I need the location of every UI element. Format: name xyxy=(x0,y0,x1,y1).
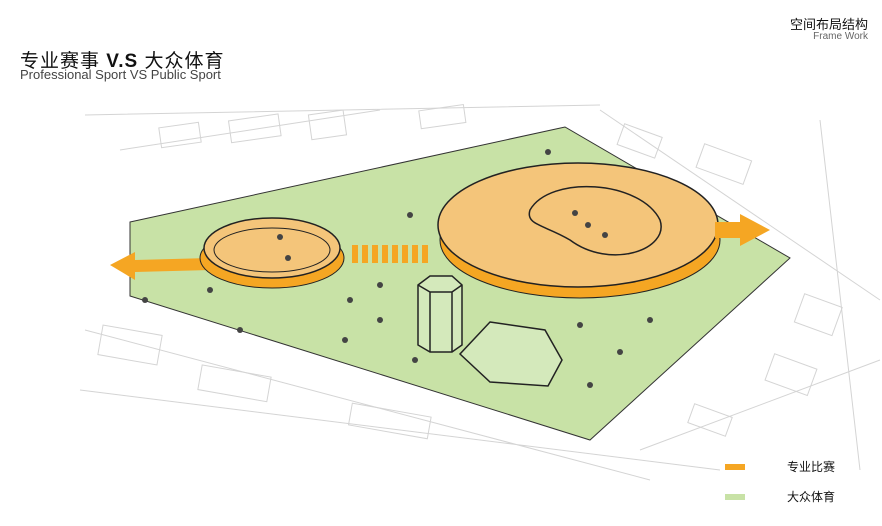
hexagon-pavilion xyxy=(458,321,563,387)
main-stadium xyxy=(437,162,721,299)
legend-label: 大众体育 xyxy=(787,490,836,504)
legend-swatch-orange xyxy=(725,463,745,470)
legend-swatch-green xyxy=(725,493,745,500)
section-title: 空间布局结构 xyxy=(789,17,868,32)
legend-item-public: 大众体育 xyxy=(725,488,835,505)
section-subtitle: Frame Work xyxy=(813,31,868,42)
title-vs: V.S xyxy=(106,51,139,72)
title-right: 大众体育 xyxy=(144,51,225,72)
professional-arrow-right xyxy=(715,214,770,246)
page-title: 专业赛事 V.S 大众体育 xyxy=(20,46,224,73)
tower-building xyxy=(417,275,463,353)
context-streets xyxy=(79,104,881,481)
people-figures xyxy=(142,149,653,388)
title-left: 专业赛事 xyxy=(20,51,101,72)
professional-link-dashes xyxy=(352,245,428,263)
small-stadium xyxy=(199,217,345,289)
legend-label: 专业比赛 xyxy=(787,460,836,474)
professional-arrow-left xyxy=(110,252,210,280)
legend-item-professional: 专业比赛 xyxy=(725,458,835,475)
page-subtitle: Professional Sport VS Public Sport xyxy=(20,67,221,82)
